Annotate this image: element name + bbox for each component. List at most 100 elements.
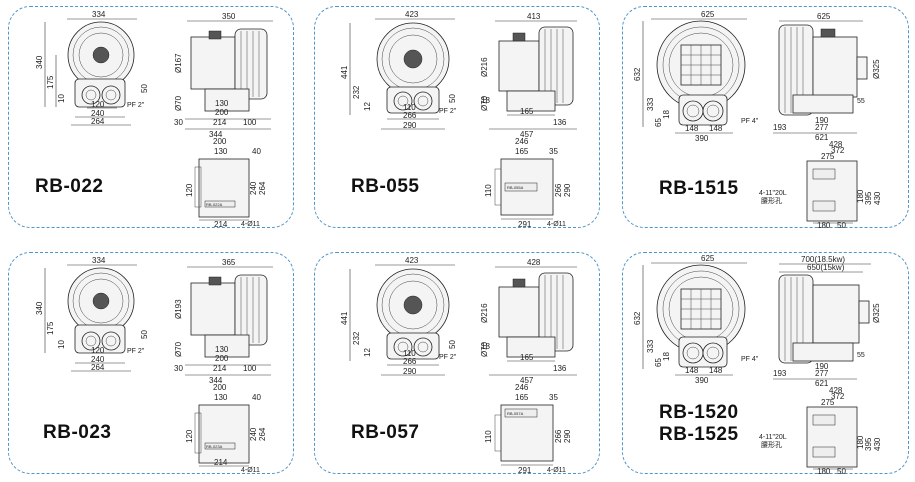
dim-inner-width: 110 (403, 349, 416, 358)
plan-view: 200 130 40 RB-022A 120 240 264 214 4-Ø11 (185, 137, 267, 229)
dim-left: 18 (481, 96, 490, 105)
dim-total-height: 340 (35, 55, 44, 69)
dim-inner-width: 148 (685, 124, 699, 133)
dim-plan-bottom: 291 (518, 466, 532, 475)
dim-base-width: 264 (91, 117, 105, 126)
model-label: RB-055 (351, 176, 420, 197)
dim-base-width: 290 (403, 121, 417, 130)
dim-plan-h3: 264 (258, 181, 267, 195)
dim-length: 625 (817, 12, 831, 21)
panel-rb-1515: 625 632 333 65 18 148 148 390 PF 4" 625 (622, 6, 909, 229)
dim-shaft: 55 (857, 98, 865, 105)
dim-diameter: Ø216 (480, 303, 489, 323)
nameplate: RB-022A (206, 202, 223, 207)
dim-plan-t3: 275 (821, 152, 835, 161)
dim-center-height: 232 (352, 331, 361, 345)
dim-plan-bottom: 214 (214, 458, 228, 467)
dim-diameter: Ø216 (480, 57, 489, 77)
dim-plan-inner: 165 (515, 393, 529, 402)
side-view: 428 Ø216 Ø70 18 165 136 457 (480, 258, 577, 385)
bolt-note: 腰形孔 (761, 441, 782, 449)
dim-mid-width: 266 (403, 111, 417, 120)
dim-base-offset: 18 (662, 352, 671, 361)
port-label: PF 2" (127, 348, 145, 355)
dim-base-offset: 12 (363, 348, 372, 357)
dim-total: 344 (209, 376, 223, 385)
dim-total-height: 441 (340, 65, 349, 79)
dim-base-width: 290 (403, 367, 417, 376)
dim-plan-offset: 50 (837, 467, 846, 475)
dim-mid-width: 266 (403, 357, 417, 366)
dim-plan-bottom: 291 (518, 220, 532, 229)
dim-diameter: Ø325 (872, 303, 881, 323)
drawing-rb-1520: 625 632 333 65 18 148 148 390 PF 4" 700(… (633, 254, 882, 475)
dim-total: 621 (815, 133, 829, 142)
drawing-rb-023: 334 340 175 10 50 120 240 264 PF 2" 365 (35, 256, 273, 474)
dim-plan-h1: 180 (856, 189, 865, 203)
dim-inner-width: 110 (403, 103, 416, 112)
dim-shaft: Ø70 (174, 341, 183, 357)
plan-view: 246 165 35 RB-055A 110 266 290 291 4-Ø11 (484, 137, 572, 229)
dim-base-width: 390 (695, 376, 709, 385)
dim-plan-top: 428 (829, 386, 843, 395)
dim-d2: 277 (815, 369, 829, 378)
dim-plan-height: 110 (484, 184, 493, 197)
dim-d1: 165 (520, 107, 534, 116)
panel-rb-1520: 625 632 333 65 18 148 148 390 PF 4" 700(… (622, 252, 909, 475)
dim-plan-offset: 40 (252, 147, 261, 156)
bolt-label: 4-Ø11 (241, 467, 260, 474)
dim-inner-width: 120 (91, 346, 105, 355)
dim-total: 344 (209, 130, 223, 139)
dim-plan-offset: 50 (837, 221, 846, 229)
drawing-rb-1515: 625 632 333 65 18 148 148 390 PF 4" 625 (633, 10, 882, 229)
front-view: 423 441 232 12 50 110 266 290 PF 2" (340, 10, 457, 130)
dim-d1: 190 (815, 116, 829, 125)
dim-plan-height: 120 (185, 429, 194, 443)
dim-plan-bottom: 214 (214, 220, 228, 229)
bolt-label: 4-Ø11 (241, 221, 260, 228)
front-view: 334 340 175 10 50 120 240 264 PF 2" (35, 10, 149, 126)
model-label-2: RB-1525 (659, 424, 739, 445)
dim-plan-offset: 35 (549, 147, 558, 156)
dim-plan-h3: 290 (563, 183, 572, 197)
dim-plan-offset: 40 (252, 393, 261, 402)
dim-shaft: Ø70 (174, 95, 183, 111)
dim-plan-t2: 372 (831, 146, 845, 155)
bolt-label: 4-Ø11 (547, 467, 566, 474)
drawing-rb-057: 423 441 232 12 50 110 266 290 PF 2" 428 (340, 256, 577, 475)
model-label: RB-022 (35, 176, 104, 197)
side-view: 625 Ø325 55 190 277 193 621 (773, 12, 881, 142)
model-label: RB-1520 (659, 402, 739, 423)
dim-plan-t2: 372 (831, 392, 845, 401)
dim-shaft: Ø70 (480, 341, 489, 357)
dim-inner-width2: 148 (709, 366, 723, 375)
port-label: PF 4" (741, 356, 759, 363)
panel-rb-023: 334 340 175 10 50 120 240 264 PF 2" 365 (8, 252, 294, 474)
dim-center-height: 333 (646, 97, 655, 111)
dim-mid-width: 240 (91, 355, 105, 364)
front-view: 625 632 333 65 18 148 148 390 PF 4" (633, 254, 759, 385)
dim-width: 423 (405, 10, 419, 19)
panel-rb-022: 334 340 175 10 50 120 240 264 PF 2" 350 (8, 6, 294, 229)
dim-plan-h2: 395 (864, 437, 873, 451)
side-view: 350 Ø167 Ø70 130 200 30 214 100 344 (174, 12, 273, 139)
dim-d1: 130 (215, 345, 229, 354)
dim-plan-inner: 165 (515, 147, 529, 156)
drawing-rb-055: 423 441 232 12 50 110 266 290 PF 2" 413 (340, 10, 577, 229)
dim-plan-top: 200 (213, 137, 227, 146)
dim-plan-h2: 395 (864, 191, 873, 205)
dim-plan-offset: 35 (549, 393, 558, 402)
port-label: PF 2" (439, 108, 457, 115)
nameplate: RB-057A (507, 411, 524, 416)
dim-center-height: 175 (46, 75, 55, 89)
model-label: RB-023 (43, 422, 112, 443)
dim-plan-top: 246 (515, 137, 529, 146)
dim-plan-t3: 275 (821, 398, 835, 407)
dim-plan-height: 110 (484, 430, 493, 443)
dim-mid: 214 (213, 118, 227, 127)
dim-width: 334 (92, 256, 106, 265)
dim-right: 100 (243, 118, 257, 127)
dim-plan-inner: 130 (214, 147, 228, 156)
plan-view: 200 130 40 RB-023A 120 240 264 214 4-Ø11 (185, 383, 267, 474)
dim-width: 625 (701, 10, 715, 19)
